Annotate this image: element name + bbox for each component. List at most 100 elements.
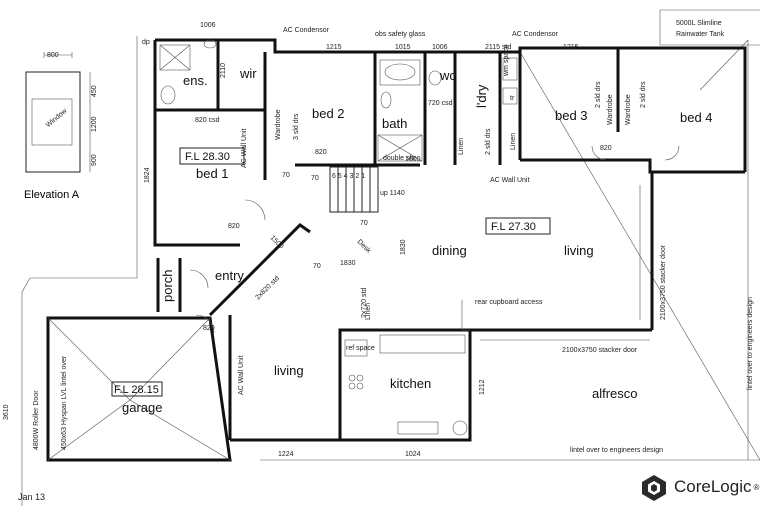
fl-bed1: F.L 28.30 xyxy=(185,151,230,163)
note-tank-line1: 5000L Slimline xyxy=(676,20,722,27)
note-ac-condensor-2: AC Condensor xyxy=(512,31,559,38)
elevation-h1: 450 xyxy=(91,85,98,97)
note-tank-line2: Rainwater Tank xyxy=(676,31,725,38)
dim-70c: 70 xyxy=(360,220,368,227)
door-arc-bed4 xyxy=(664,145,680,161)
room-wc: wc xyxy=(439,68,456,83)
room-labels: ens. wir bed 1 bed 2 bath wc l'dry bed 3… xyxy=(122,66,713,415)
dim-70b: 70 xyxy=(311,175,319,182)
note-drs-3b: 2 sld drs xyxy=(640,81,647,108)
room-living-lower: living xyxy=(274,363,304,378)
note-ac-wall-unit-3: AC Wall Unit xyxy=(238,356,245,395)
dim-1830a: 1830 xyxy=(340,260,356,267)
elevation-a: 800 Window 450 1200 900 Elevation A xyxy=(24,52,98,201)
kitchen-sink xyxy=(397,421,439,435)
dim-1006a: 1006 xyxy=(200,22,216,29)
room-bed2: bed 2 xyxy=(312,106,345,121)
ens-toilet xyxy=(160,85,176,105)
dim-1224: 1224 xyxy=(278,451,294,458)
dim-roller-door: 4800W Roller Door xyxy=(33,390,40,450)
note-rear-cupboard: rear cupboard access xyxy=(475,299,543,306)
elevation-width: 800 xyxy=(47,52,59,59)
bathtub xyxy=(379,59,421,86)
corelogic-wordmark: CoreLogic xyxy=(674,477,752,496)
laundry-tub xyxy=(502,87,518,105)
door-arc-bed3 xyxy=(591,145,607,161)
room-entry: entry xyxy=(215,268,244,283)
door-arc-garage xyxy=(195,314,215,334)
dim-1006b: 1006 xyxy=(432,44,448,51)
room-ldry: l'dry xyxy=(474,84,489,108)
room-bed1: bed 1 xyxy=(196,166,229,181)
dim-820c: 820 xyxy=(228,223,240,230)
dim-3610: 3610 xyxy=(3,404,10,420)
dim-stacker-bottom: 2100x3750 stacker door xyxy=(562,347,638,354)
elevation-h2: 1200 xyxy=(91,116,98,132)
note-wardrobe-2: Wardrobe xyxy=(607,94,614,125)
dim-1600: 1600 xyxy=(405,156,421,163)
roof-lines xyxy=(21,9,761,506)
ens-shower xyxy=(159,44,191,71)
dishwasher xyxy=(452,420,468,436)
bath-basin xyxy=(380,91,392,109)
note-ac-wall-unit-1: AC Wall Unit xyxy=(490,177,529,184)
door-arc-bed1 xyxy=(244,199,266,221)
room-ens: ens. xyxy=(183,73,208,88)
elevation-label: Elevation A xyxy=(24,189,80,201)
kitchen-bench xyxy=(379,334,466,354)
fixtures xyxy=(159,39,680,436)
note-obs-glass: obs safety glass xyxy=(375,31,426,38)
dim-70d: 70 xyxy=(313,263,321,270)
dim-2720: 2x720 std xyxy=(361,288,368,318)
note-ac-wall-unit-2: AC Wall Unit xyxy=(241,129,248,168)
garage-roof xyxy=(47,317,231,461)
dim-1215b: 1215 xyxy=(563,44,579,51)
elevation-window xyxy=(31,98,73,146)
note-ac-condensor-1: AC Condensor xyxy=(283,27,330,34)
dim-1015: 1015 xyxy=(395,44,411,51)
room-porch: porch xyxy=(160,269,175,302)
dim-1024: 1024 xyxy=(405,451,421,458)
dim-820d: 820 xyxy=(203,325,215,332)
note-desk: Desk xyxy=(356,238,373,255)
dim-720: 720 csd xyxy=(428,100,453,107)
dim-1830b: 1830 xyxy=(400,239,407,255)
dim-820b: 820 xyxy=(315,149,327,156)
note-drs-linen: 2 sld drs xyxy=(485,128,492,155)
note-wm-space: wm space xyxy=(503,44,510,77)
corelogic-mark-icon xyxy=(642,475,666,501)
note-lintel-bottom: lintel over to engineers design xyxy=(570,447,663,454)
note-wardrobe-1: Wardrobe xyxy=(275,109,282,140)
double-shower xyxy=(377,134,423,162)
room-garage: garage xyxy=(122,400,162,415)
note-ref-space: ref space xyxy=(346,345,375,352)
dim-820a: 820 csd xyxy=(195,117,220,124)
room-living-upper: living xyxy=(564,243,594,258)
note-drs-1: 3 sld drs xyxy=(293,113,300,140)
corelogic-logo: CoreLogic ® xyxy=(640,470,759,504)
dim-1824: 1824 xyxy=(144,167,151,183)
elevation-window-label: Window xyxy=(45,107,69,129)
elevation-h3: 900 xyxy=(91,154,98,166)
wc-toilet xyxy=(428,70,442,86)
ens-basin xyxy=(203,39,217,49)
dim-820e: 820 xyxy=(600,145,612,152)
dim-1212: 1212 xyxy=(479,379,486,395)
note-double-shower: double shr xyxy=(383,155,416,162)
note-tr: tr xyxy=(510,95,515,102)
garage-fl-box xyxy=(111,381,163,397)
dim-1140: up 1140 xyxy=(380,190,405,197)
room-bath: bath xyxy=(382,116,407,131)
dim-2820: 2x820 std xyxy=(254,275,280,301)
dim-lvl-lintel: 450x63 Hyspan LVL lintel over xyxy=(61,355,68,450)
note-lintel-right: lintel over to engineers design xyxy=(747,297,754,390)
room-alfresco: alfresco xyxy=(592,386,638,401)
note-dp: dp xyxy=(142,39,150,46)
corelogic-registered: ® xyxy=(753,482,760,492)
walls xyxy=(46,38,747,462)
room-kitchen: kitchen xyxy=(390,376,431,391)
washing-machine-space xyxy=(502,57,518,81)
dim-steps: 6 5 4 3 2 1 xyxy=(332,173,365,180)
room-dining: dining xyxy=(432,243,467,258)
